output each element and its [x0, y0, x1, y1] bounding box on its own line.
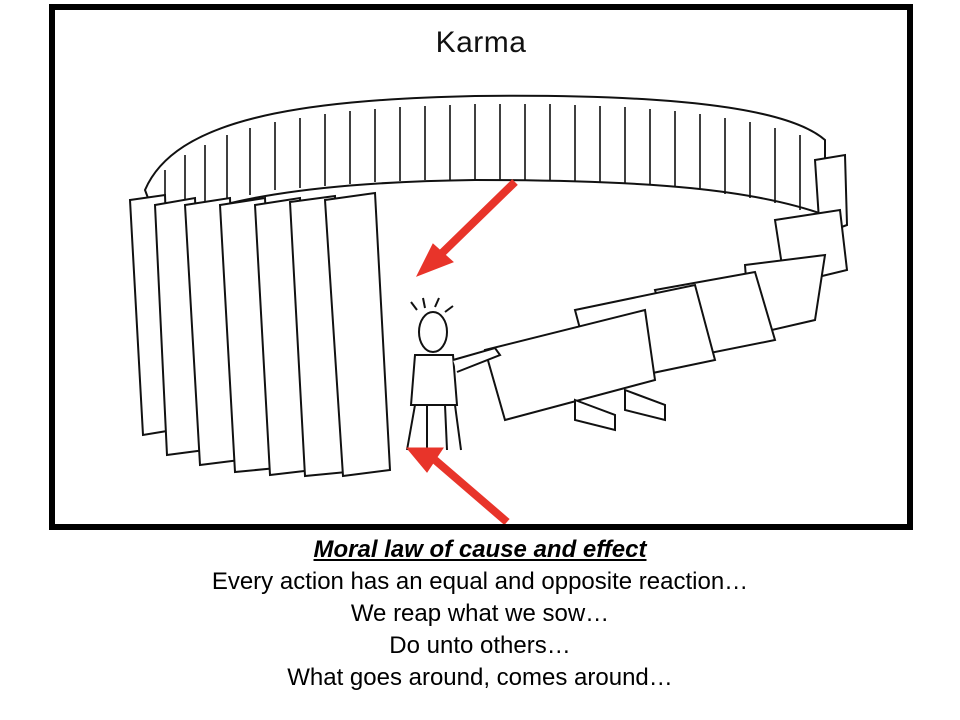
caption-line-3: Do unto others…	[389, 632, 571, 659]
caption-line-2: We reap what we sow…	[350, 600, 610, 627]
caption-line-1: Every action has an equal and opposite r…	[211, 568, 749, 595]
karma-domino-illustration	[128, 94, 849, 524]
domino-ring-right	[483, 153, 849, 432]
caption-line-4: What goes around, comes around…	[287, 664, 673, 691]
cartoon-title: Karma	[435, 26, 527, 59]
caption-heading: Moral law of cause and effect	[313, 536, 647, 563]
seated-man-figure	[406, 297, 502, 451]
caption-block: Moral law of cause and effect Every acti…	[0, 534, 960, 694]
red-arrow-icon	[405, 447, 510, 524]
red-arrow-icon	[415, 179, 518, 277]
cartoon-frame: Karma	[49, 4, 913, 530]
domino-ring-front-left	[128, 191, 392, 478]
